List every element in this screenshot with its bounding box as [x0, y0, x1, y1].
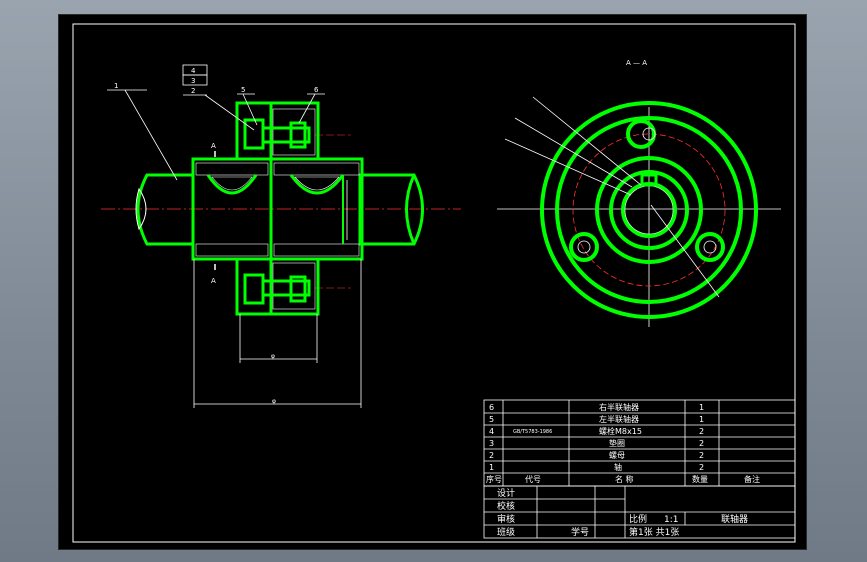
drawing-name: 联轴器	[721, 513, 748, 525]
outer-rim	[540, 101, 758, 319]
keyway	[640, 173, 658, 187]
bore-rim	[609, 170, 689, 250]
bolt-circle	[572, 133, 726, 287]
dim-outer-diameter: φ	[272, 398, 276, 405]
bom-header-no: 序号	[486, 474, 502, 484]
bom-row-qty: 1	[699, 415, 704, 424]
bom-row-name: 螺栓M8x15	[599, 426, 642, 436]
role-class: 班级	[497, 526, 515, 538]
bolt-top	[243, 118, 311, 150]
side-view: A — A	[497, 59, 781, 327]
bom-header-name: 名 称	[615, 474, 634, 484]
bom-row-qty: 2	[699, 451, 704, 460]
flanges	[235, 101, 320, 316]
bom-row-no: 5	[489, 415, 494, 424]
bolt-holes	[569, 119, 725, 262]
side-leaders	[504, 96, 720, 298]
balloon-2: 2	[191, 87, 195, 95]
role-checker: 校核	[497, 500, 515, 512]
front-section-view: A A 1 2 3 4 5 6	[101, 64, 461, 408]
balloon-5: 5	[241, 86, 245, 94]
bom-row-qty: 2	[699, 463, 704, 472]
bom-row-no: 3	[489, 439, 494, 448]
balloon-leaders	[107, 64, 325, 181]
section-title: A — A	[626, 59, 647, 67]
drawing-sheet: A A 1 2 3 4 5 6	[58, 14, 807, 550]
bom-row-name: 轴	[614, 462, 622, 472]
dimension-lines	[193, 180, 362, 408]
sheet-info: 第1张 共1张	[629, 526, 679, 538]
scale-label: 比例	[629, 513, 647, 525]
hub-rim	[595, 156, 703, 264]
bolt-bottom	[243, 273, 311, 305]
bom-row-qty: 2	[699, 427, 704, 436]
bom-row-no: 1	[489, 463, 494, 472]
scale-value: 1:1	[664, 515, 678, 525]
bill-of-materials	[483, 399, 796, 487]
balloon-3: 3	[191, 77, 195, 85]
balloon-6: 6	[314, 86, 319, 94]
title-block-text: 设计 校核 审核 班级 学号 比例 1:1 第1张 共1张 联轴器	[497, 487, 748, 538]
title-block-grid	[483, 485, 796, 539]
bom-row-qty: 1	[699, 403, 704, 412]
left-shaft	[135, 173, 195, 246]
bom-row-name: 左半联轴器	[599, 414, 639, 424]
role-reviewer: 审核	[497, 513, 515, 525]
bom-row-no: 4	[489, 427, 494, 436]
bom-row-qty: 2	[699, 439, 704, 448]
student-no-label: 学号	[571, 526, 589, 538]
bom-row-name: 垫圈	[609, 438, 625, 448]
bom-row-no: 6	[489, 403, 494, 412]
drawing-frame	[72, 23, 796, 543]
balloon-1: 1	[114, 82, 118, 90]
bom-rows: 6 右半联轴器 1 5 左半联轴器 1 4 GB/T5783-1986 螺栓M8…	[486, 402, 760, 484]
flange-rim	[555, 116, 743, 304]
section-mark-top: A	[211, 142, 216, 150]
role-designer: 设计	[497, 487, 515, 499]
bom-header-qty: 数量	[692, 474, 708, 484]
bom-row-no: 2	[489, 451, 494, 460]
section-mark-bottom: A	[211, 277, 216, 285]
bom-row-name: 螺母	[609, 450, 625, 460]
dim-inner-diameter: φ	[271, 353, 275, 360]
bom-header-remark: 备注	[744, 474, 760, 484]
right-shaft	[358, 173, 424, 246]
drawing-canvas[interactable]: A A 1 2 3 4 5 6	[59, 15, 808, 551]
bom-row-code: GB/T5783-1986	[513, 429, 552, 435]
bom-row-name: 右半联轴器	[599, 402, 639, 412]
balloon-4: 4	[191, 67, 196, 75]
bom-header-code: 代号	[525, 474, 541, 484]
